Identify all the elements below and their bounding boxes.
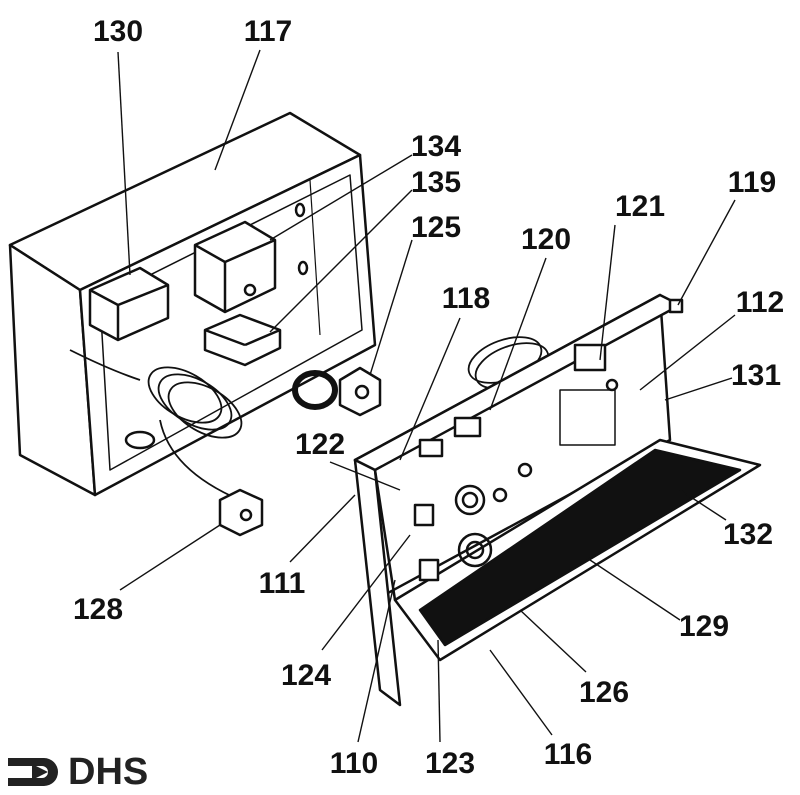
- capillary-coil: [69, 349, 243, 501]
- part-label-119: 119: [727, 166, 777, 199]
- part-134: [193, 220, 277, 314]
- part-label-123: 123: [424, 747, 476, 780]
- dhs-logo: DHS: [6, 752, 166, 792]
- front-panel: [353, 293, 762, 707]
- part-label-120: 120: [520, 223, 572, 256]
- part-label-130: 130: [92, 15, 144, 48]
- part-135: [203, 313, 282, 367]
- part-label-111: 111: [258, 567, 306, 600]
- part-label-134: 134: [410, 130, 462, 163]
- part-130: [88, 266, 170, 342]
- part-label-121: 121: [614, 190, 666, 223]
- part-label-110: 110: [329, 747, 379, 780]
- part-label-118: 118: [441, 282, 491, 315]
- part-label-129: 129: [678, 610, 730, 643]
- part-label-125: 125: [410, 211, 462, 244]
- arrow-logo-icon: [8, 758, 58, 786]
- part-label-116: 116: [543, 738, 593, 771]
- part-label-135: 135: [410, 166, 462, 199]
- leader-lines: [117, 49, 736, 743]
- part-label-132: 132: [722, 518, 774, 551]
- part-label-122: 122: [294, 428, 346, 461]
- logo-text: DHS: [68, 751, 149, 793]
- part-label-131: 131: [730, 359, 782, 392]
- part-label-126: 126: [578, 676, 630, 709]
- part-label-117: 117: [243, 15, 293, 48]
- part-128: [218, 488, 264, 537]
- part-label-128: 128: [72, 593, 124, 626]
- part-125: [292, 366, 382, 417]
- part-label-124: 124: [280, 659, 332, 692]
- part-label-112: 112: [735, 286, 785, 319]
